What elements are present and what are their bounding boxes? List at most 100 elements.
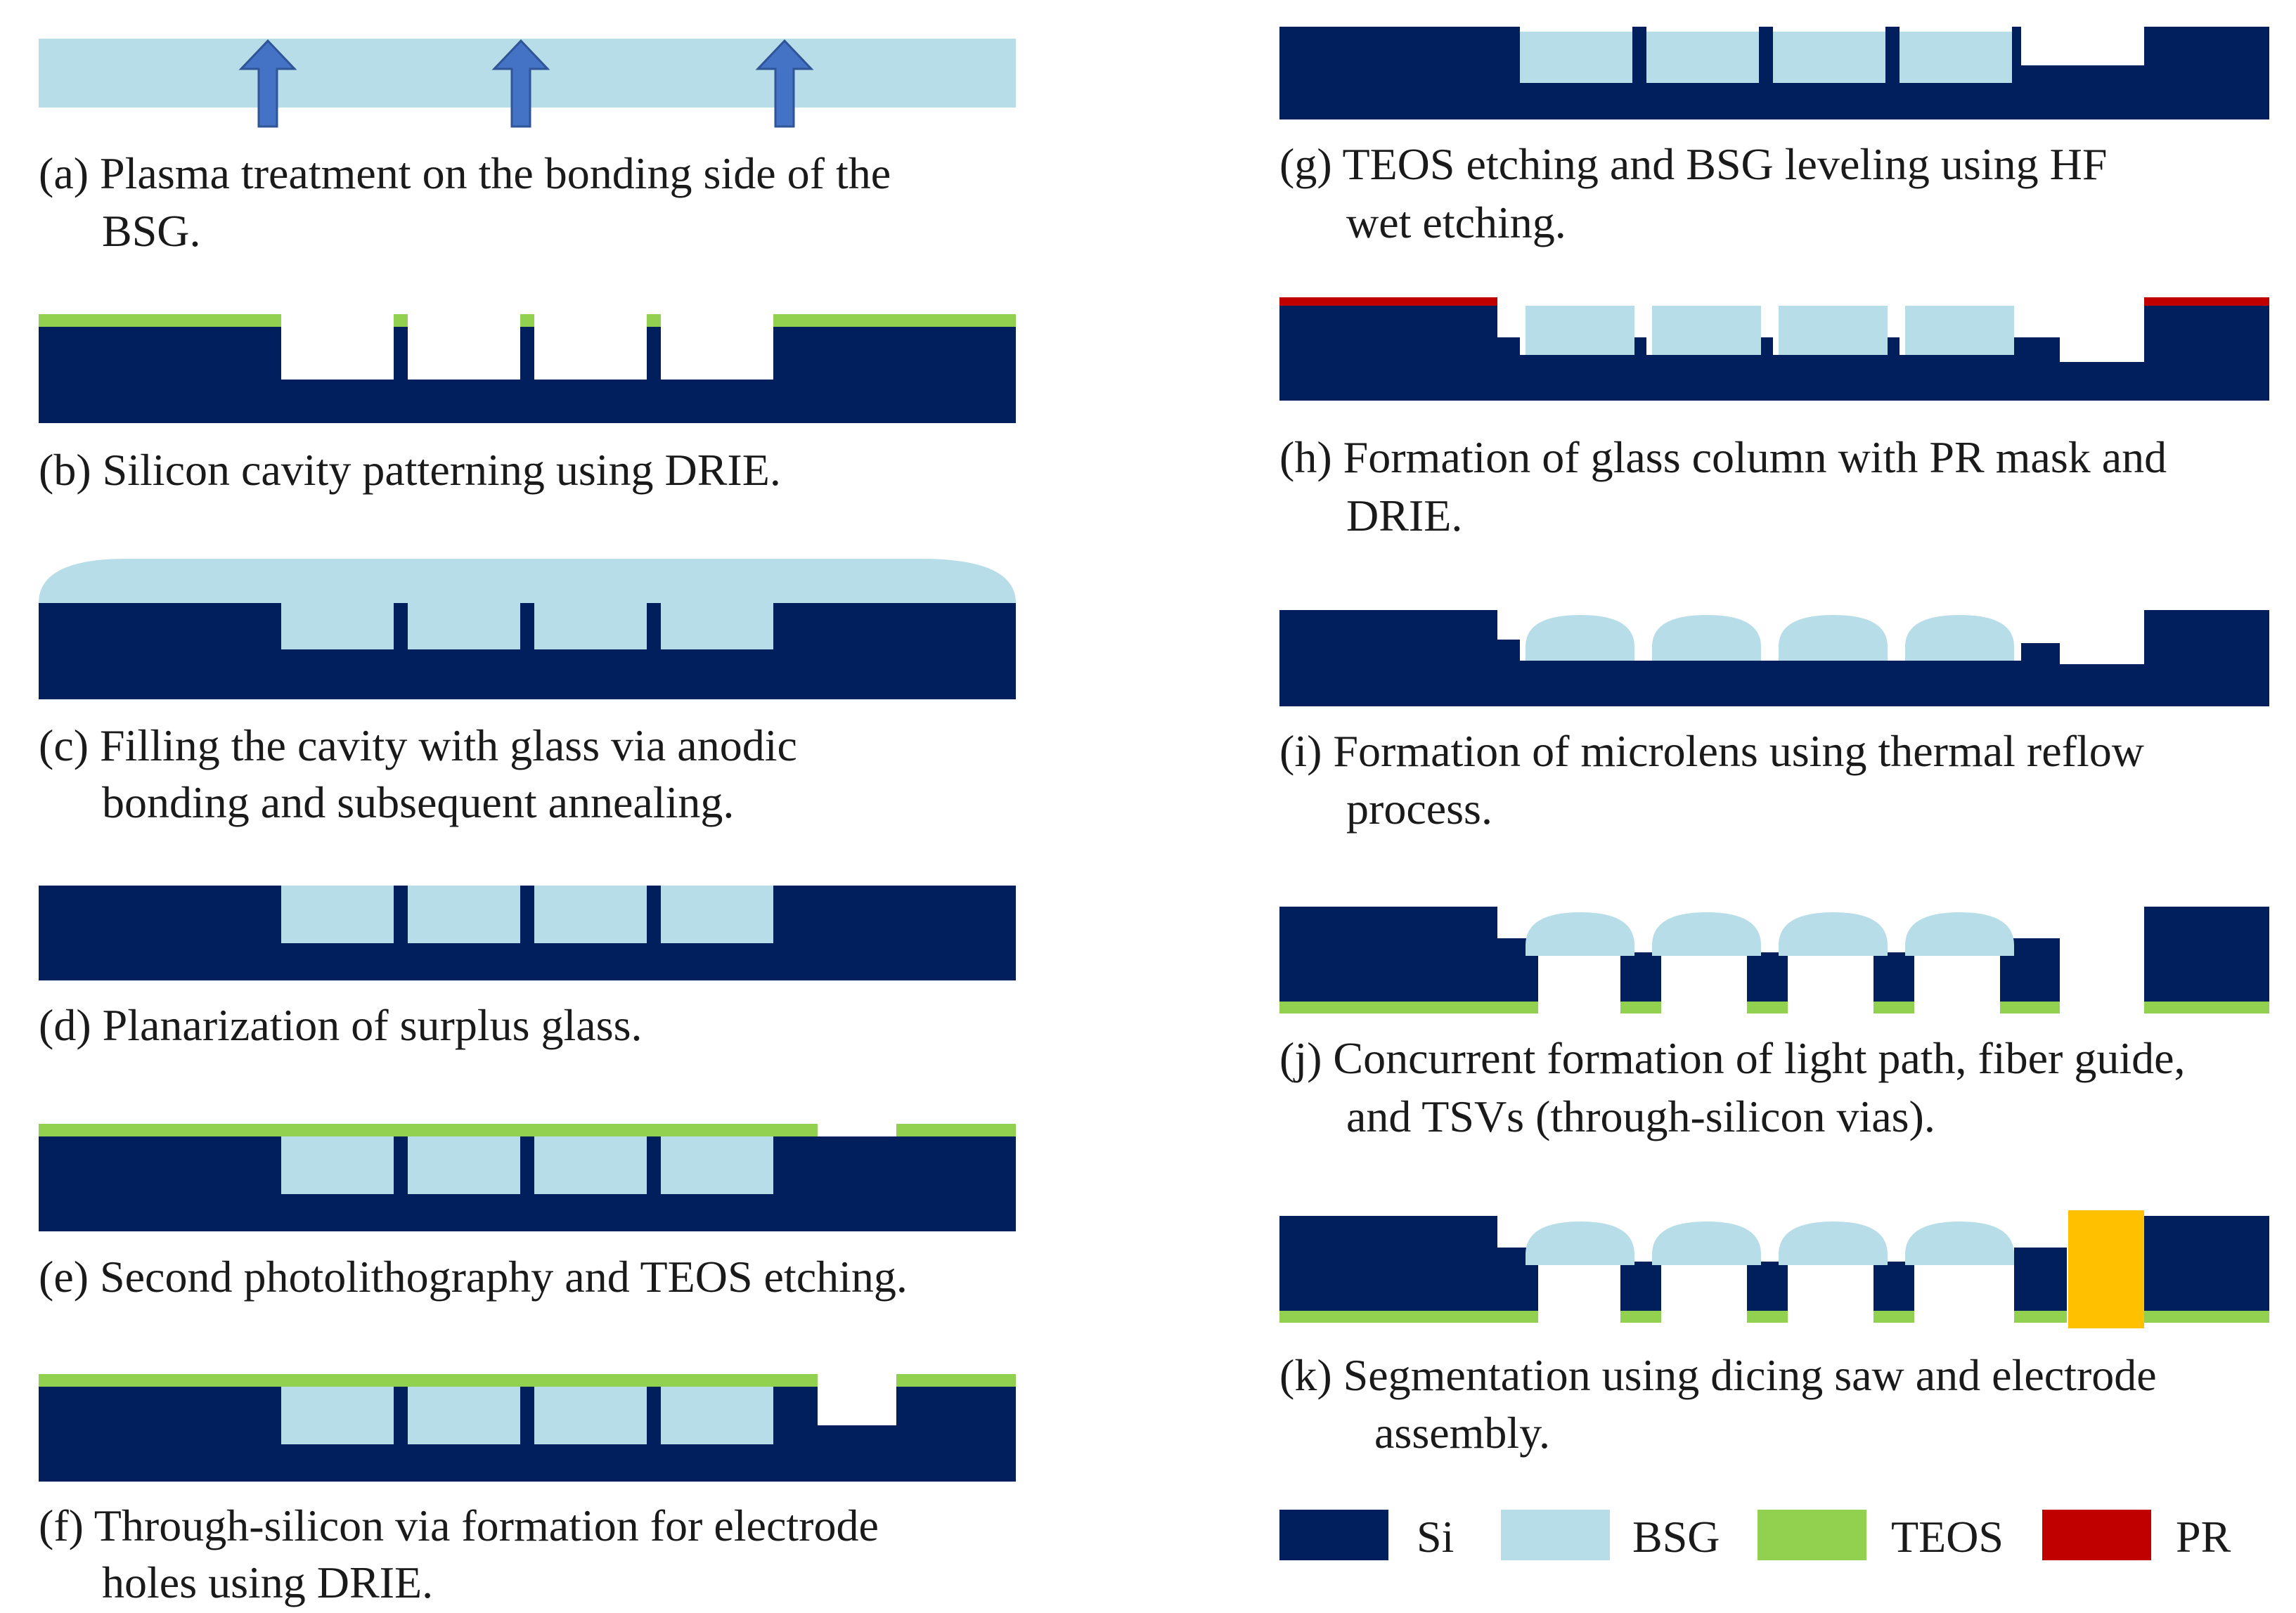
si-substrate <box>39 1136 1016 1231</box>
bsg-fill <box>534 1387 647 1444</box>
si-substrate <box>39 603 1016 699</box>
legend-swatch-teos <box>1758 1510 1866 1560</box>
microlens <box>1779 912 1888 956</box>
bsg-fill <box>661 1387 773 1444</box>
teos-layer <box>2144 1002 2269 1013</box>
si-substrate <box>39 886 1016 980</box>
si-block <box>2144 1216 2269 1311</box>
teos-layer <box>647 314 661 327</box>
microlens <box>1905 912 2014 956</box>
step-i-caption-2: process. <box>1346 784 1492 834</box>
bsg-fill <box>281 603 394 649</box>
teos-layer <box>1279 1311 1538 1323</box>
microlens <box>1652 912 1761 956</box>
teos-layer <box>1747 1002 1788 1013</box>
si-post <box>1873 952 1914 1002</box>
step-i-caption-1: (i) Formation of microlens using thermal… <box>1279 726 2144 776</box>
legend-swatch-si <box>1279 1510 1388 1560</box>
microlens <box>1526 1222 1634 1265</box>
microlens <box>1652 615 1761 661</box>
teos-layer <box>2014 1311 2067 1323</box>
teos-layer <box>1873 1002 1914 1013</box>
legend-swatch-pr <box>2042 1510 2151 1560</box>
plasma-arrow-icon <box>238 39 297 128</box>
bsg-fill <box>661 1136 773 1194</box>
bsg-fill <box>408 603 520 649</box>
bsg-fill <box>1646 32 1759 83</box>
teos-layer <box>39 1124 818 1136</box>
bsg-column <box>1526 306 1634 355</box>
si-substrate <box>1279 610 2269 706</box>
step-k-caption-2: assembly. <box>1374 1408 1550 1458</box>
bsg-fill <box>1773 32 1885 83</box>
teos-layer <box>2000 1002 2060 1013</box>
bsg-fill <box>1900 32 2012 83</box>
bsg-fill <box>1520 32 1632 83</box>
teos-layer <box>39 314 281 327</box>
microlens <box>1905 615 2014 661</box>
bsg-column <box>1905 306 2014 355</box>
teos-layer <box>1620 1002 1661 1013</box>
step-h-caption-2: DRIE. <box>1346 491 1462 540</box>
bsg-fill <box>408 1136 520 1194</box>
step-a-caption-2: BSG. <box>102 206 201 256</box>
step-h-caption-1: (h) Formation of glass column with PR ma… <box>1279 432 2167 482</box>
bsg-fill <box>281 1136 394 1194</box>
step-c-figure <box>39 559 1016 699</box>
si-post <box>1873 1262 1914 1311</box>
si-post <box>1747 1262 1788 1311</box>
microlens <box>1526 615 1634 661</box>
legend-label-teos: TEOS <box>1891 1512 2004 1562</box>
teos-layer <box>896 1374 1016 1387</box>
teos-layer <box>1620 1311 1661 1323</box>
step-h-figure <box>1279 297 2269 401</box>
si-substrate <box>39 1387 1016 1482</box>
teos-layer <box>2144 1311 2269 1323</box>
bsg-fill <box>408 1387 520 1444</box>
step-f-caption-2: holes using DRIE. <box>102 1557 433 1607</box>
microlens <box>1779 615 1888 661</box>
step-g-caption-1: (g) TEOS etching and BSG leveling using … <box>1279 139 2107 189</box>
step-b-figure <box>39 314 1016 423</box>
bsg-fill <box>534 603 647 649</box>
bsg-fill <box>534 886 647 943</box>
bsg-glass <box>39 559 1016 603</box>
si-substrate <box>1279 1216 1538 1311</box>
pr-mask <box>2144 297 2269 306</box>
microlens <box>1905 1222 2014 1265</box>
step-g-figure <box>1279 27 2269 119</box>
microlens <box>1779 1222 1888 1265</box>
teos-layer <box>1279 1002 1538 1013</box>
step-g-caption-2: wet etching. <box>1346 197 1566 247</box>
legend-swatch-bsg <box>1501 1510 1610 1560</box>
si-post <box>2014 1248 2067 1311</box>
step-a-figure <box>39 39 1016 128</box>
teos-layer <box>1747 1311 1788 1323</box>
bsg-fill <box>661 886 773 943</box>
step-f-caption-1: (f) Through-silicon via formation for el… <box>39 1501 879 1550</box>
legend-label-pr: PR <box>2176 1512 2231 1562</box>
teos-layer <box>520 314 534 327</box>
si-post <box>1620 952 1661 1002</box>
bsg-fill <box>281 1387 394 1444</box>
bsg-column <box>1652 306 1761 355</box>
si-substrate <box>1279 27 2269 119</box>
plasma-arrow-icon <box>755 39 814 128</box>
step-i-figure <box>1279 610 2269 706</box>
step-j-caption-2: and TSVs (through-silicon vias). <box>1346 1091 1935 1141</box>
si-substrate <box>39 327 1016 423</box>
step-c-caption-2: bonding and subsequent annealing. <box>102 777 734 827</box>
bsg-fill <box>281 886 394 943</box>
si-post <box>1747 952 1788 1002</box>
bsg-fill <box>661 603 773 649</box>
microlens <box>1652 1222 1761 1265</box>
teos-layer <box>1873 1311 1914 1323</box>
step-e-figure <box>39 1124 1016 1231</box>
teos-layer <box>39 1374 818 1387</box>
teos-layer <box>773 314 1016 327</box>
teos-layer <box>394 314 408 327</box>
step-e-caption-1: (e) Second photolithography and TEOS etc… <box>39 1252 908 1302</box>
step-b-caption-1: (b) Silicon cavity patterning using DRIE… <box>39 445 781 495</box>
legend-label-si: Si <box>1417 1512 1454 1562</box>
bsg-fill <box>408 886 520 943</box>
